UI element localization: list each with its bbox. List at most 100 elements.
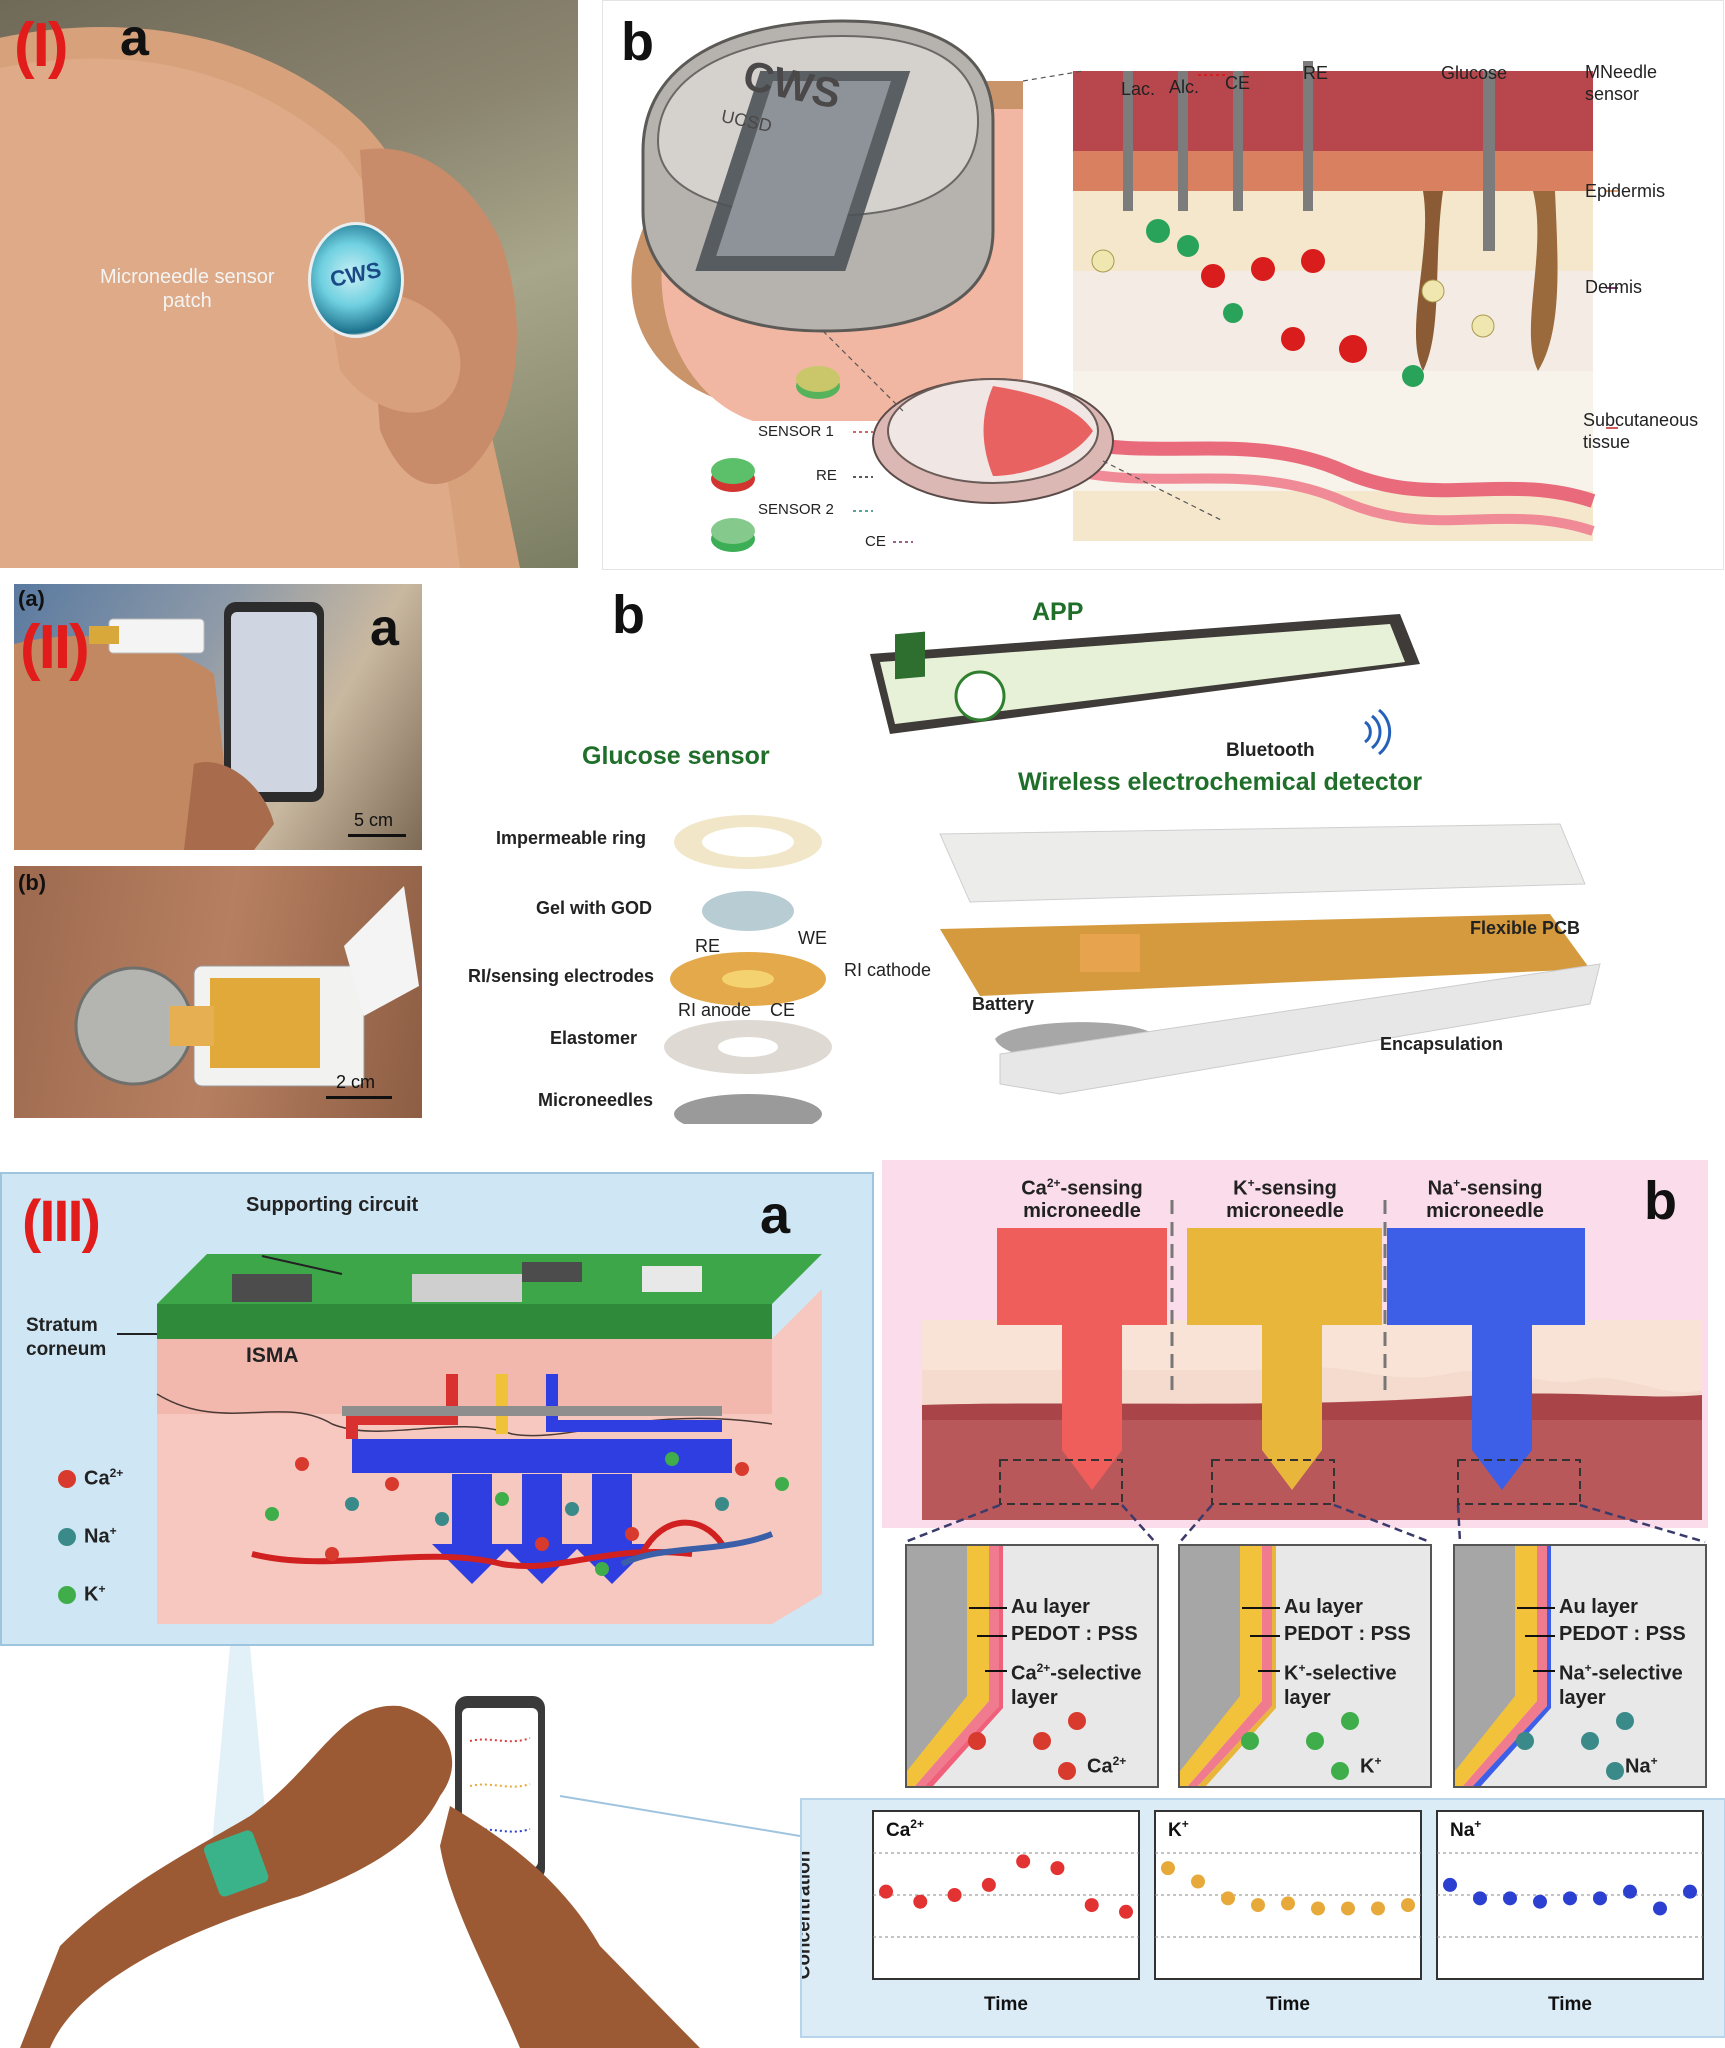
stack-label-microneedles: Microneedles [538, 1090, 654, 1110]
ion-dot [1606, 1762, 1624, 1780]
panel-1a-letter: a [120, 9, 149, 67]
ion-dot [1616, 1712, 1634, 1730]
ce-label: CE [865, 533, 886, 550]
na-ion [715, 1497, 729, 1511]
ion-dot [1331, 1762, 1349, 1780]
panel-1b: b CWS UCSD Lac. Alc. CE RE Glucose MNeed… [602, 0, 1724, 570]
au-layer-label: Au layer [1559, 1596, 1638, 1618]
legend-ca-label: Ca2+ [84, 1466, 124, 1490]
data-point [1533, 1894, 1547, 1909]
data-point [1251, 1898, 1265, 1913]
legend-k-dot [58, 1586, 76, 1604]
data-point [1341, 1901, 1355, 1916]
panel-1-roman: (I) [14, 11, 69, 80]
encapsulation-label: Encapsulation [1380, 1034, 1504, 1054]
concentration-chart: Ca2+Time [872, 1810, 1140, 2015]
data-point [879, 1884, 893, 1899]
data-point [1401, 1898, 1415, 1913]
scale-bar-2cm [326, 1096, 392, 1099]
na-ion [345, 1497, 359, 1511]
na-needle [1387, 1228, 1585, 1490]
sensor-1-label: SENSOR 1 [758, 423, 834, 440]
molecules-layer [1091, 219, 1495, 387]
isma-label: ISMA [246, 1344, 299, 1367]
legend-k-label: K+ [84, 1582, 106, 1606]
subcutaneous-label: Subcutaneous tissue [1583, 410, 1699, 452]
chart-title: K+ [1168, 1817, 1189, 1841]
ca-ion [385, 1477, 399, 1491]
stack-label-electrodes: RI/sensing electrodes [468, 966, 655, 986]
na-ion [565, 1502, 579, 1516]
panel-2b: b APP Bluetooth Glucose sensor Wireless … [440, 584, 1720, 1124]
ca-ion [295, 1457, 309, 1471]
panel-2a-photo: (a) 5 cm a [14, 584, 422, 850]
k-ion [595, 1562, 609, 1576]
data-point [1161, 1861, 1175, 1876]
subfig-b-label: (b) [18, 870, 47, 895]
au-layer-label: Au layer [1284, 1596, 1363, 1618]
panel-1b-letter: b [621, 12, 654, 72]
chart-title: Ca2+ [886, 1817, 924, 1841]
ion-dot [1516, 1732, 1534, 1750]
scale-bar-5cm [348, 834, 406, 837]
glucose-molecule [1421, 279, 1445, 303]
coin-device-illustration [74, 886, 419, 1087]
panel-1a-photo: CWS Microneedle sensor patch [0, 0, 578, 568]
electrode-label-we: WE [798, 928, 827, 948]
needle-label-ce: CE [1225, 73, 1251, 93]
k-ion [495, 1492, 509, 1506]
data-point [1503, 1891, 1517, 1906]
alcohol-molecule [1223, 303, 1243, 323]
panel-2-roman: (II) [20, 613, 90, 682]
bluetooth-label: Bluetooth [1226, 740, 1315, 761]
legend-na-label: Na+ [84, 1524, 117, 1548]
panel-2b-letter: b [612, 585, 645, 645]
ca-ion [325, 1547, 339, 1561]
electrode-label-re: RE [695, 936, 721, 956]
ca-ion [625, 1527, 639, 1541]
panel-3-roman: (III) [22, 1189, 101, 1254]
ca-ion [735, 1462, 749, 1476]
stratum-corneum-label: Stratum corneum [26, 1315, 107, 1360]
na-ion [435, 1512, 449, 1526]
electrode-label-ri-anode: RI anode [678, 1000, 752, 1020]
lactate-molecule [1201, 264, 1225, 288]
data-point [1593, 1891, 1607, 1906]
needle-label-glucose: Glucose [1441, 63, 1508, 83]
data-point [1016, 1854, 1031, 1869]
stack-label-elastomer: Elastomer [550, 1028, 638, 1048]
ion-corner-label: Na+ [1625, 1754, 1658, 1778]
needle-label-alc: Alc. [1169, 77, 1200, 97]
k-ion [265, 1507, 279, 1521]
panel-3a-illustration [117, 1254, 822, 1624]
panel-2b-photo: (b) 2 cm [14, 866, 422, 1118]
electrode-label-ce: CE [770, 1000, 796, 1020]
ion-dot [968, 1732, 986, 1750]
data-point [1563, 1891, 1577, 1906]
k-needle [1187, 1228, 1382, 1490]
data-point [1443, 1877, 1457, 1892]
lactate-molecule [1251, 257, 1275, 281]
pedot-pss-label: PEDOT : PSS [1011, 1623, 1138, 1645]
scale-bar-2cm-label: 2 cm [336, 1072, 376, 1092]
pedot-pss-label: PEDOT : PSS [1284, 1623, 1411, 1645]
needle-label-lac: Lac. [1121, 79, 1156, 99]
data-point [1623, 1884, 1637, 1899]
concentration-chart: K+ Time [1154, 1810, 1422, 2015]
lactate-molecule [1281, 327, 1305, 351]
chart-title: Na+ [1450, 1817, 1481, 1841]
glucose-molecule [1091, 249, 1115, 273]
needle-cross-section [1180, 1546, 1359, 1786]
panel-3a-letter: a [760, 1185, 791, 1245]
arm-illustration [0, 26, 520, 568]
ions-layer [265, 1452, 789, 1576]
panel-3a: (III) a Supporting circuit Stratum corne… [0, 1172, 874, 1646]
x-axis-label: Time [1266, 1994, 1310, 2015]
app-title: APP [1032, 598, 1084, 626]
microneedle-patch-label: Microneedle sensor patch [100, 266, 275, 312]
